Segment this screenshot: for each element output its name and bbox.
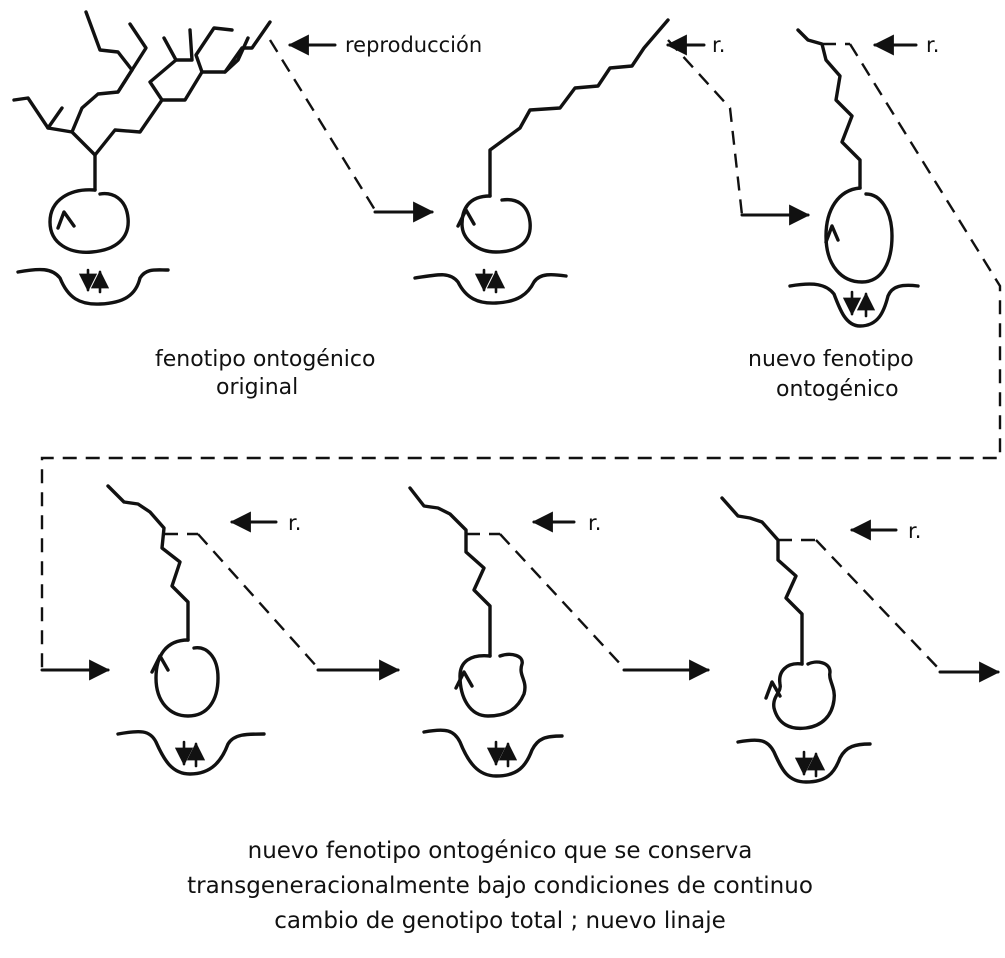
- landscape-basin-4: [118, 732, 264, 774]
- epigenetic-cycle-2: [458, 196, 530, 252]
- reproduction-label: reproducción: [345, 33, 482, 57]
- landscape-basin-original: [18, 270, 168, 305]
- lineage-stem-6: [722, 498, 802, 664]
- caption-original-line2: original: [216, 375, 298, 400]
- generation-connector-5: [198, 534, 318, 668]
- lineage-stem-5: [410, 488, 490, 656]
- landscape-basin-3: [790, 284, 918, 326]
- generation-connector-1: [270, 40, 375, 210]
- epigenetic-cycle-3: [826, 188, 892, 282]
- caption-new-line1: nuevo fenotipo: [748, 347, 914, 372]
- r-label-4: r.: [288, 511, 301, 535]
- caption-bottom-line3: cambio de genotipo total ; nuevo linaje: [274, 908, 726, 934]
- landscape-basin-6: [738, 740, 870, 782]
- generation-connector-7: [816, 540, 940, 670]
- r-label-2: r.: [712, 33, 725, 57]
- generation-connector-6: [500, 534, 624, 668]
- landscape-basin-5: [424, 730, 562, 776]
- r-label-6: r.: [908, 519, 921, 543]
- generation-connector-2: [668, 40, 742, 215]
- r-label-3: r.: [926, 33, 939, 57]
- lineage-stem-2: [490, 20, 668, 196]
- epigenetic-cycle-4: [152, 640, 218, 716]
- r-label-5: r.: [588, 511, 601, 535]
- landscape-basin-2: [415, 270, 566, 303]
- caption-new-line2: ontogénico: [776, 377, 899, 402]
- epigenetic-cycle-original: [50, 190, 128, 252]
- caption-original-line1: fenotipo ontogénico: [155, 347, 375, 372]
- caption-bottom-line2: transgeneracionalmente bajo condiciones …: [187, 873, 813, 899]
- epigenetic-cycle-6: [766, 662, 834, 728]
- lineage-stem-4: [108, 486, 188, 640]
- lineage-stem-3: [798, 30, 860, 188]
- epigenetic-cycle-5: [456, 654, 525, 716]
- branching-lineage-tree: [14, 12, 270, 190]
- caption-bottom-line1: nuevo fenotipo ontogénico que se conserv…: [248, 838, 753, 864]
